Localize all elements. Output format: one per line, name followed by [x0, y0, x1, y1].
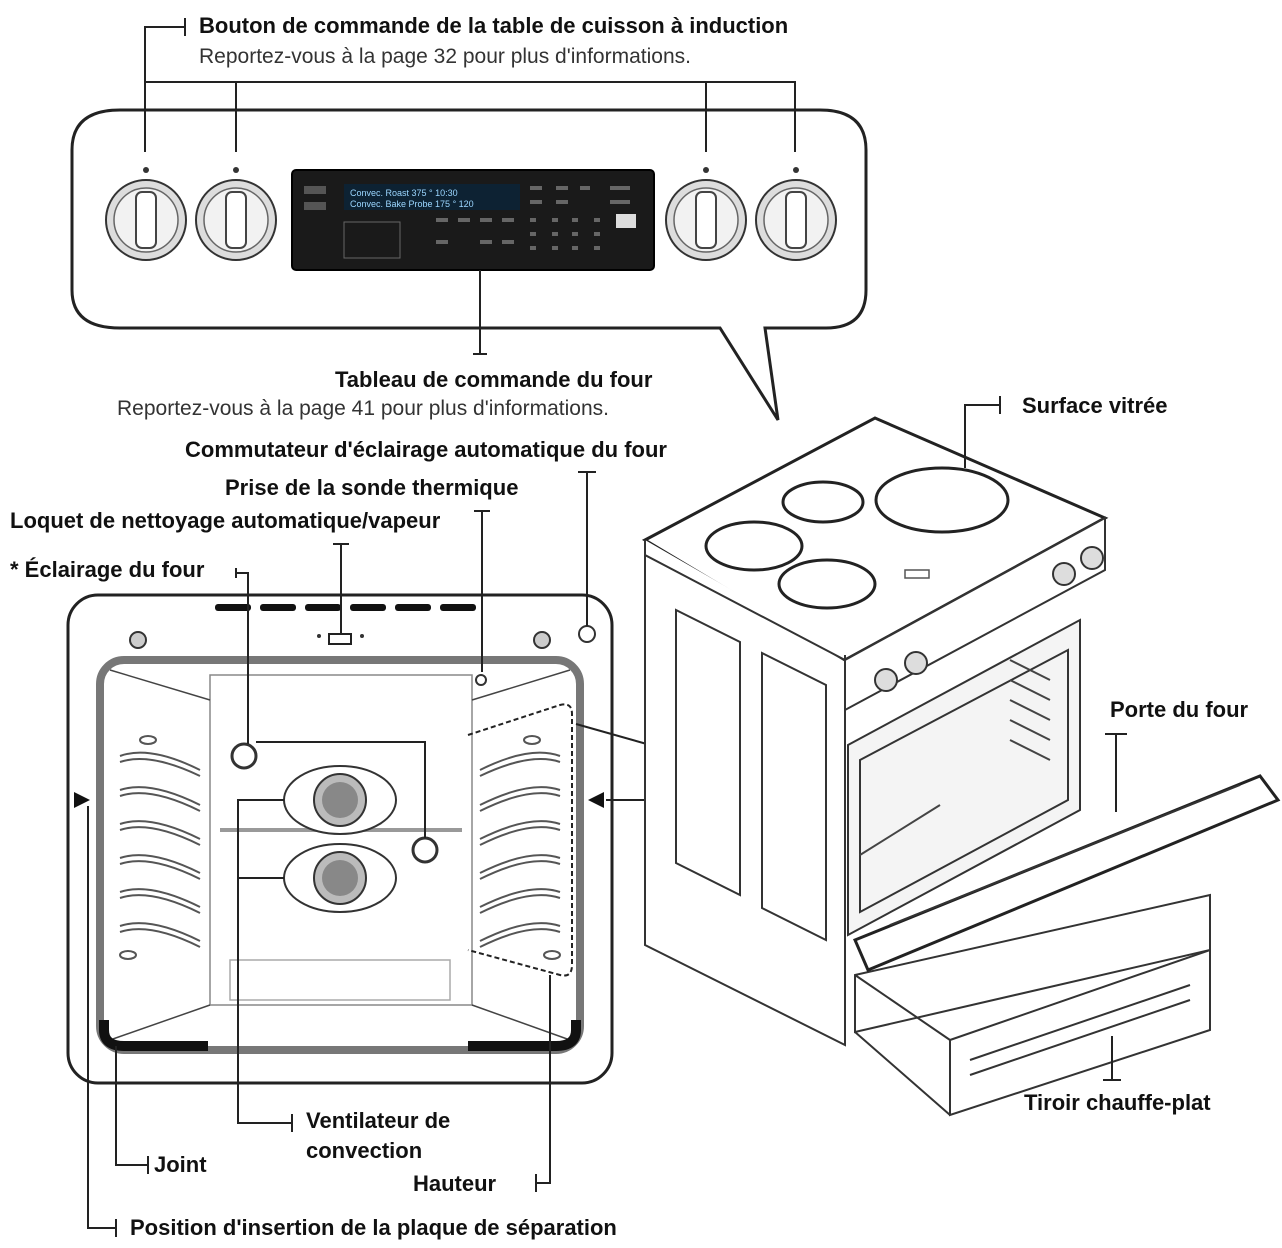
induction-knob-4[interactable] [755, 167, 837, 261]
auto-light-sensor [475, 674, 487, 686]
convection-fan-label-line2: convection [306, 1138, 423, 1163]
induction-knob-title: Bouton de commande de la table de cuisso… [199, 13, 789, 38]
range-knobs [874, 546, 1104, 692]
rack-supports-left [119, 735, 201, 960]
oven-control-panel-title: Tableau de commande du four [335, 367, 653, 392]
auto-light-switch-label: Commutateur d'éclairage automatique du f… [185, 437, 667, 462]
oven-cavity-frame [66, 593, 614, 1085]
induction-knob-leaders [144, 18, 796, 152]
divider-arrow-left [74, 792, 90, 808]
induction-knob-1[interactable] [105, 167, 187, 261]
probe-jack [411, 836, 439, 864]
warming-drawer-label: Tiroir chauffe-plat [1024, 1090, 1211, 1115]
cooktop-logo [904, 569, 930, 579]
induction-knob-3[interactable] [665, 167, 747, 261]
rack-supports-right [479, 735, 561, 960]
oven-control-panel-subtitle: Reportez-vous à la page 41 pour plus d'i… [117, 397, 609, 420]
divider-position-label: Position d'insertion de la plaque de sép… [130, 1215, 617, 1240]
oven-control-display[interactable] [291, 169, 655, 271]
probe-jack-label: Prise de la sonde thermique [225, 475, 519, 500]
rack-height-label: Hauteur [413, 1171, 497, 1196]
control-panel-leader [473, 270, 487, 355]
convection-fan-upper [283, 765, 397, 835]
range-burners [704, 466, 1010, 610]
oven-door-label: Porte du four [1110, 697, 1249, 722]
convection-fan-label-line1: Ventilateur de [306, 1108, 451, 1133]
frame-screws [129, 631, 551, 649]
oven-light-label: * Éclairage du four [10, 557, 205, 582]
glass-surface-label: Surface vitrée [1022, 393, 1168, 418]
convection-fan-lower [283, 843, 397, 913]
display-line-1: Convec. Roast 375 ° 10:30 [350, 188, 458, 198]
display-line-2: Convec. Bake Probe 175 ° 120 [350, 199, 474, 209]
gasket-label: Joint [154, 1152, 207, 1177]
self-clean-latch-label: Loquet de nettoyage automatique/vapeur [10, 508, 441, 533]
range-racks [859, 659, 1051, 856]
induction-knob-subtitle: Reportez-vous à la page 32 pour plus d'i… [199, 45, 691, 68]
oven-front-leaders [87, 471, 846, 1237]
auto-light-switch[interactable] [578, 625, 596, 643]
range-leaders [964, 396, 1127, 1081]
gasket [99, 1020, 581, 1051]
rack-height-bracket [467, 703, 573, 977]
oven-cavity [96, 656, 584, 1054]
divider-arrow-right [588, 792, 604, 808]
induction-knob-2[interactable] [195, 167, 277, 261]
vent-slots [215, 604, 476, 611]
oven-light [230, 742, 258, 770]
